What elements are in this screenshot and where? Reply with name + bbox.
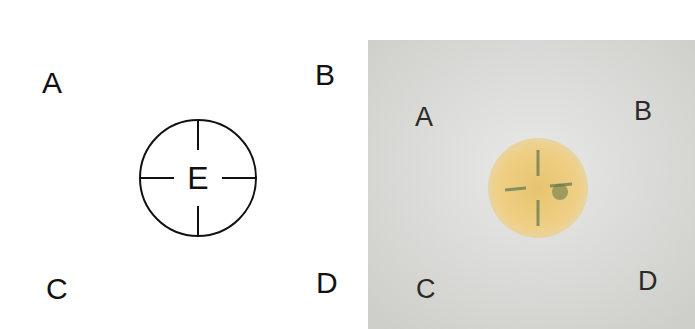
photo-letter: D — [638, 268, 658, 295]
corner-letter: B — [315, 60, 335, 90]
target-circle: E — [138, 118, 258, 238]
corner-letter: D — [316, 268, 338, 298]
photo-background — [368, 40, 695, 329]
corner-letter: C — [46, 274, 68, 304]
node-letter: E — [187, 162, 208, 194]
photo-shading — [368, 40, 695, 329]
corner-letter: A — [42, 68, 62, 98]
photo-letter: A — [415, 104, 433, 131]
disc-marks — [505, 150, 572, 226]
culture-disc — [488, 138, 588, 238]
disc-spot — [552, 184, 568, 200]
photo-letter: C — [416, 276, 436, 303]
photo-letter: B — [634, 98, 652, 125]
